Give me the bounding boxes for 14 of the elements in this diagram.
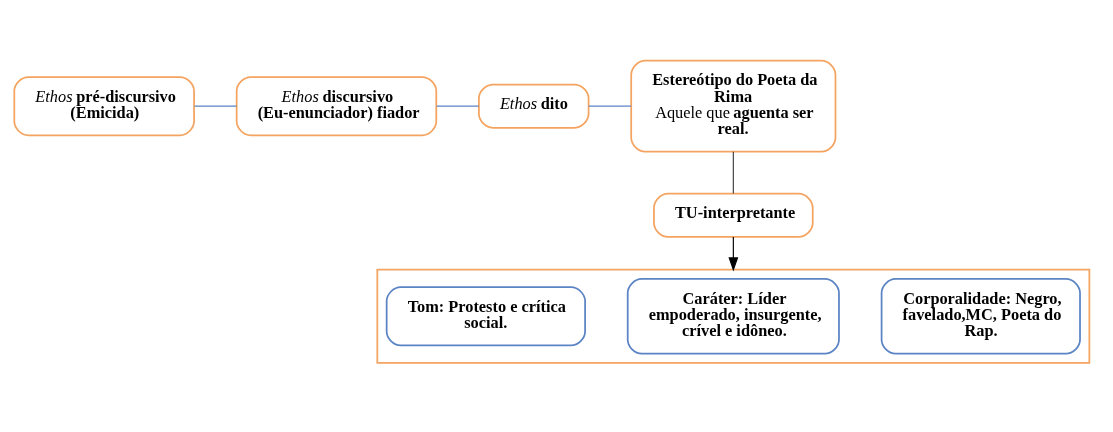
- node-box: Ethos dito: [478, 83, 590, 129]
- node-box: Ethos discursivo (Eu-enunciador) fiador: [235, 75, 438, 136]
- connector: [588, 105, 632, 107]
- node-box: Caráter: Líder empoderado, insurgente, crível e idôneo.: [626, 277, 840, 355]
- connector: [193, 105, 238, 107]
- connector: [732, 150, 734, 194]
- node-box: Estereótipo do Poeta da Rima Aquele que aguenta ser real.: [630, 59, 837, 153]
- node-box: TU-interpretante: [653, 192, 814, 238]
- cluster: [376, 268, 1091, 364]
- node-box: Corporalidade: Negro, favelado,MC, Poeta do Rap.: [880, 277, 1081, 355]
- arrow: [728, 235, 739, 271]
- node-box: Ethos pré-discursivo (Emicida): [13, 75, 195, 136]
- node-box: Tom: Protesto e crítica social.: [385, 285, 586, 346]
- connector: [436, 105, 480, 107]
